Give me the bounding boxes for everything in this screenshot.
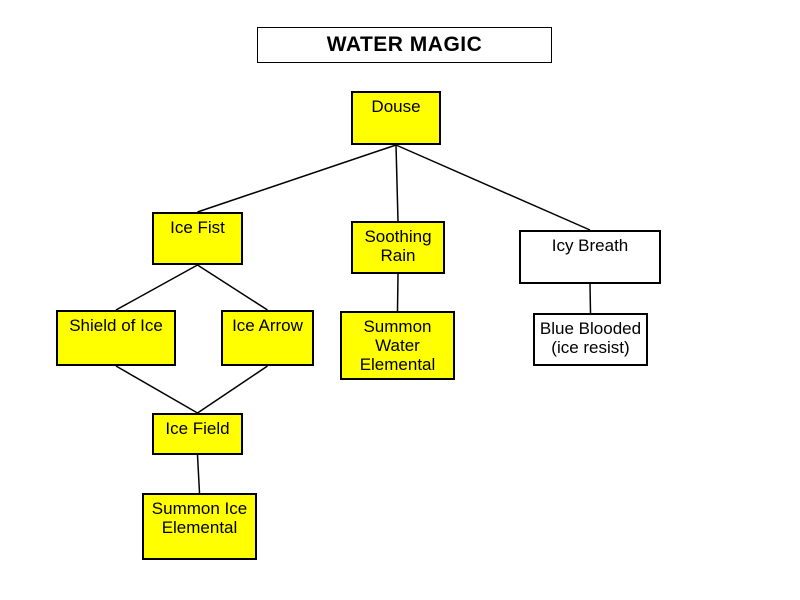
node-blue-blooded-label: Blue Blooded (ice resist): [539, 319, 642, 357]
node-douse: Douse: [351, 91, 441, 145]
node-ice-fist: Ice Fist: [152, 212, 243, 265]
node-blue-blooded: Blue Blooded (ice resist): [533, 313, 648, 366]
node-douse-label: Douse: [371, 97, 421, 116]
edge-ice-arrow-to-ice-field: [197, 365, 268, 414]
node-ice-arrow: Ice Arrow: [221, 310, 314, 366]
node-shield-of-ice-label: Shield of Ice: [69, 316, 163, 335]
diagram-title-box: WATER MAGIC: [257, 27, 552, 63]
node-ice-field: Ice Field: [152, 413, 243, 455]
node-ice-fist-label: Ice Fist: [170, 218, 225, 237]
edge-douse-to-ice-fist: [197, 144, 397, 213]
node-icy-breath-label: Icy Breath: [551, 236, 629, 255]
node-summon-ice-elemental: Summon Ice Elemental: [142, 493, 257, 560]
node-ice-field-label: Ice Field: [165, 419, 230, 438]
node-soothing-rain-label: Soothing Rain: [364, 227, 432, 265]
node-shield-of-ice: Shield of Ice: [56, 310, 176, 366]
node-soothing-rain: Soothing Rain: [351, 221, 445, 274]
node-summon-water-elemental-label: Summon Water Elemental: [359, 317, 436, 374]
edge-ice-field-to-summon-ice-elemental: [196, 454, 201, 494]
node-icy-breath: Icy Breath: [519, 230, 661, 284]
edge-shield-of-ice-to-ice-field: [115, 365, 198, 414]
edge-soothing-rain-to-summon-water-elemental: [396, 273, 399, 312]
edge-douse-to-soothing-rain: [395, 144, 399, 222]
edge-ice-fist-to-ice-arrow: [197, 264, 268, 311]
edge-ice-fist-to-shield-of-ice: [115, 264, 198, 311]
edge-icy-breath-to-blue-blooded: [589, 283, 592, 314]
edge-douse-to-icy-breath: [395, 144, 591, 231]
node-ice-arrow-label: Ice Arrow: [232, 316, 303, 335]
node-summon-water-elemental: Summon Water Elemental: [340, 311, 455, 380]
node-summon-ice-elemental-label: Summon Ice Elemental: [151, 499, 248, 537]
diagram-title: WATER MAGIC: [326, 33, 483, 56]
